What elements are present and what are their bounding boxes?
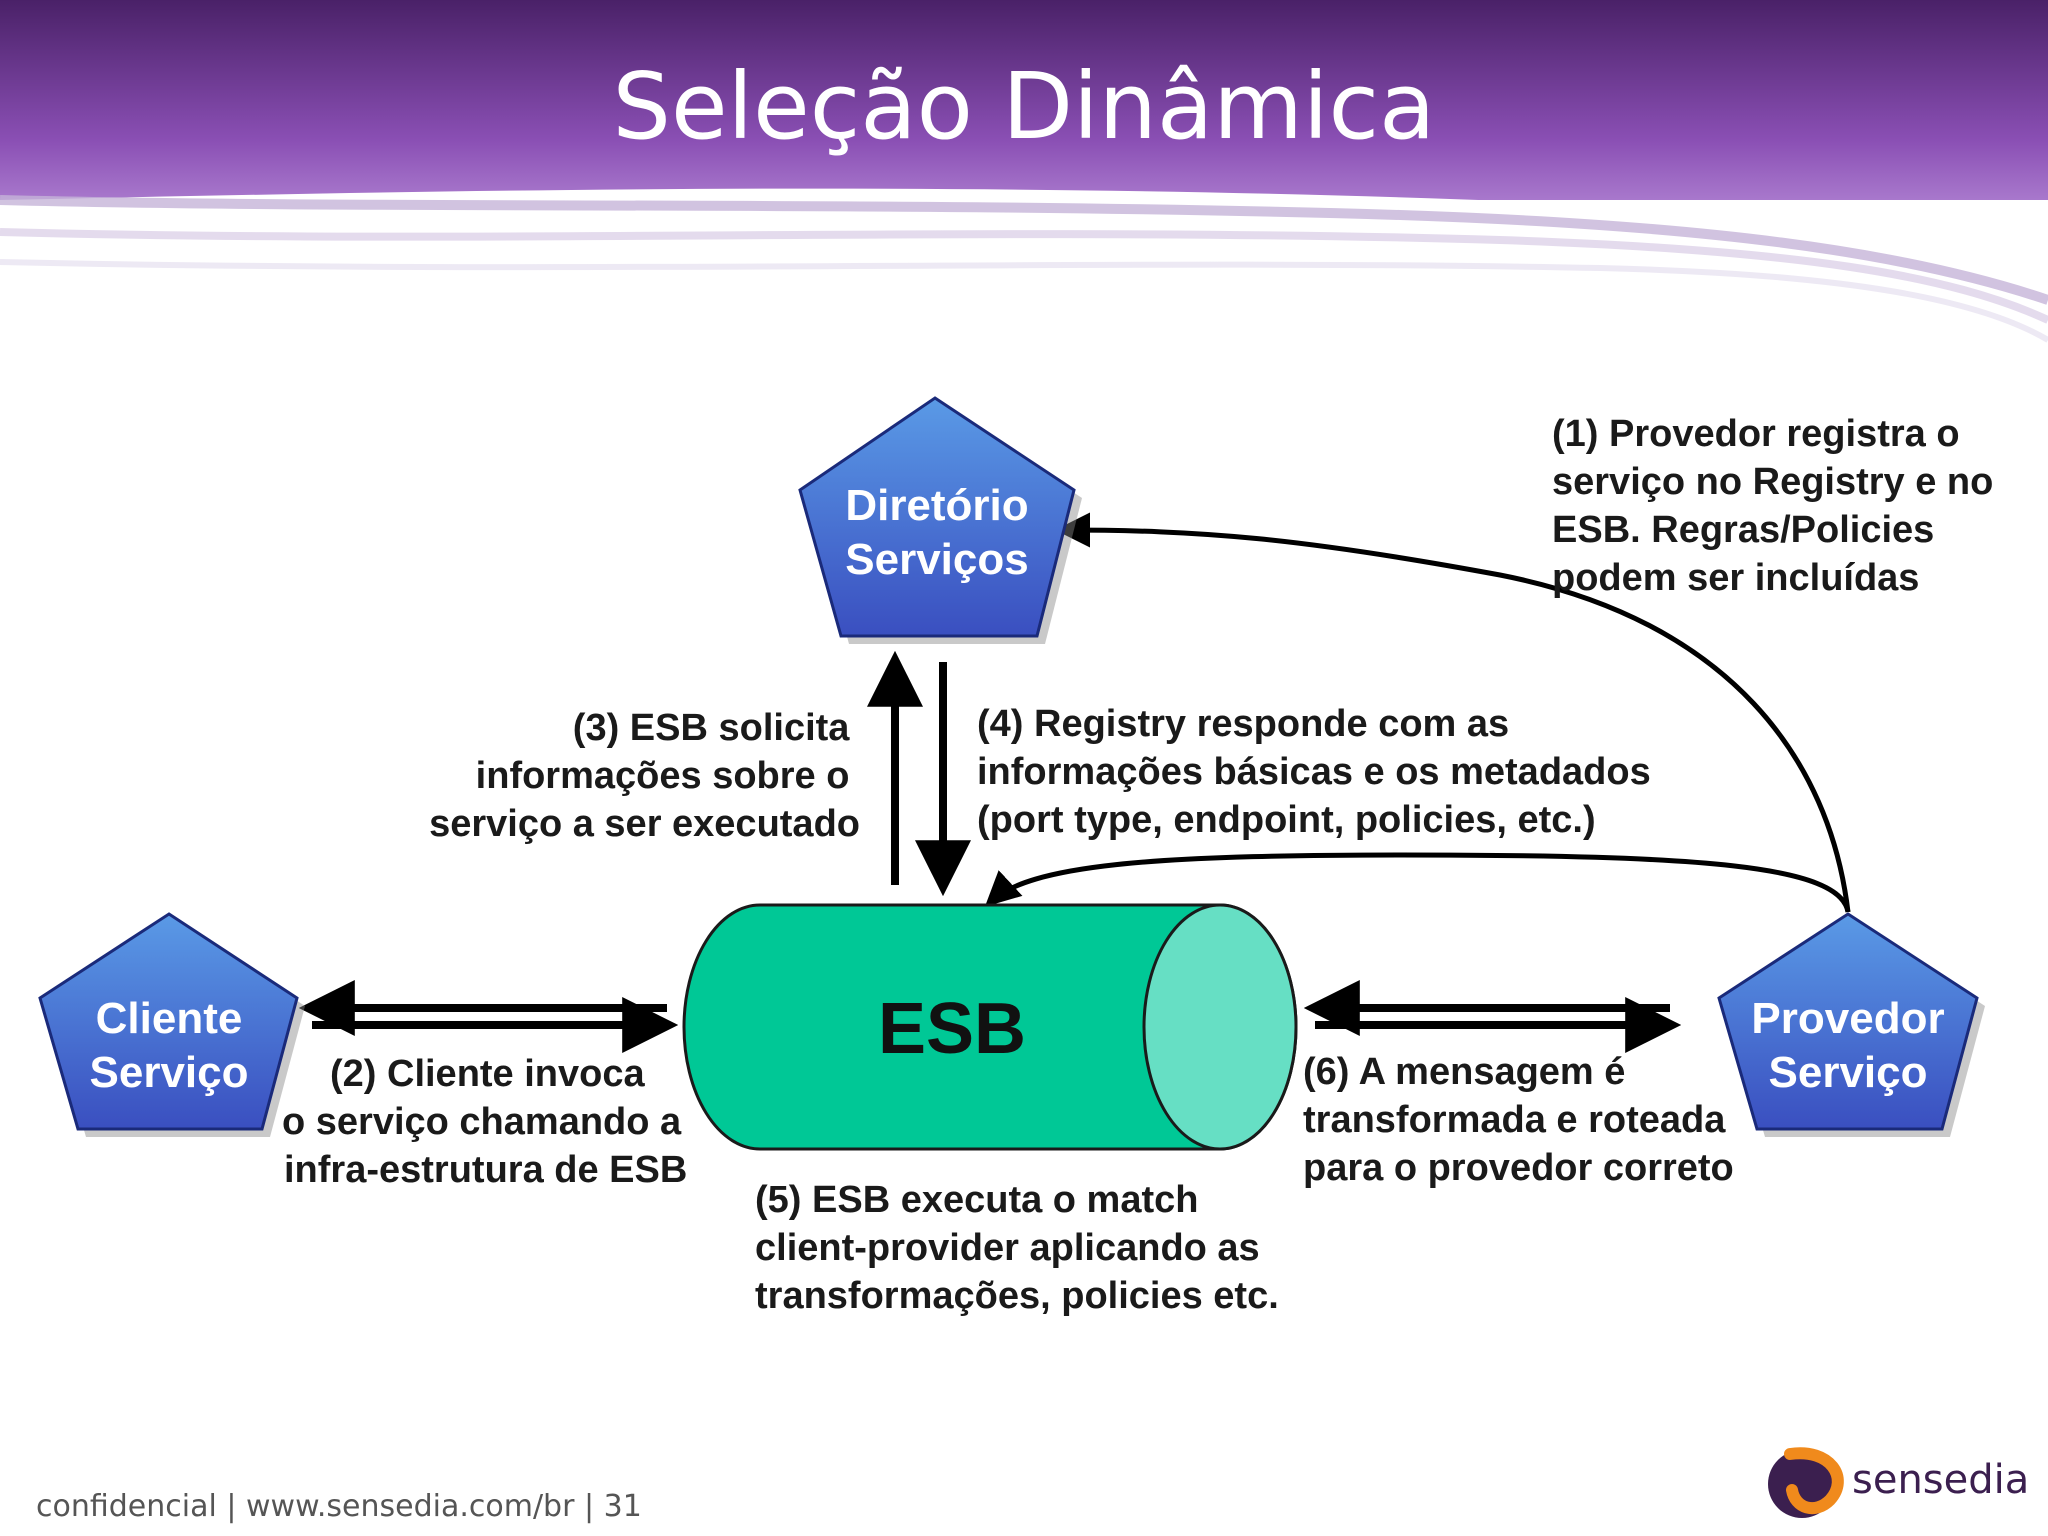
directory-label-line1: Diretório (845, 481, 1028, 530)
step-2-text: (2) Cliente invoca o serviço chamando a … (282, 1053, 692, 1191)
step-1-text: (1) Provedor registra o serviço no Regis… (1552, 413, 2004, 599)
step-6-text: (6) A mensagem é transformada e roteada … (1303, 1051, 1736, 1189)
registration-curve-arrow (1055, 512, 1851, 913)
sensedia-logo: sensedia (1768, 1447, 2029, 1518)
directory-label-line2: Serviços (845, 535, 1028, 584)
provider-label-line1: Provedor (1751, 994, 1944, 1043)
brand-name: sensedia (1852, 1457, 2029, 1503)
step-3-text: (3) ESB solicita informações sobre o ser… (429, 707, 860, 845)
header-band (0, 0, 2048, 343)
client-label-line1: Cliente (96, 994, 243, 1043)
directory-node: Diretório Serviços (798, 396, 1082, 644)
client-label-line2: Serviço (90, 1048, 249, 1097)
footer-text: confidencial | www.sensedia.com/br | 31 (36, 1489, 642, 1524)
provider-node: Provedor Serviço (1717, 912, 1985, 1137)
client-node: Cliente Serviço (38, 912, 305, 1137)
sensedia-logo-icon (1768, 1447, 1844, 1518)
slide-title: Seleção Dinâmica (613, 53, 1436, 160)
step-5-text: (5) ESB executa o match client-provider … (755, 1179, 1279, 1317)
esb-label: ESB (878, 989, 1026, 1069)
esb-cylinder: ESB (682, 903, 1298, 1151)
provider-to-esb-curve-arrow (984, 852, 1851, 913)
step-4-text: (4) Registry responde com as informações… (977, 703, 1661, 841)
provider-label-line2: Serviço (1769, 1048, 1928, 1097)
